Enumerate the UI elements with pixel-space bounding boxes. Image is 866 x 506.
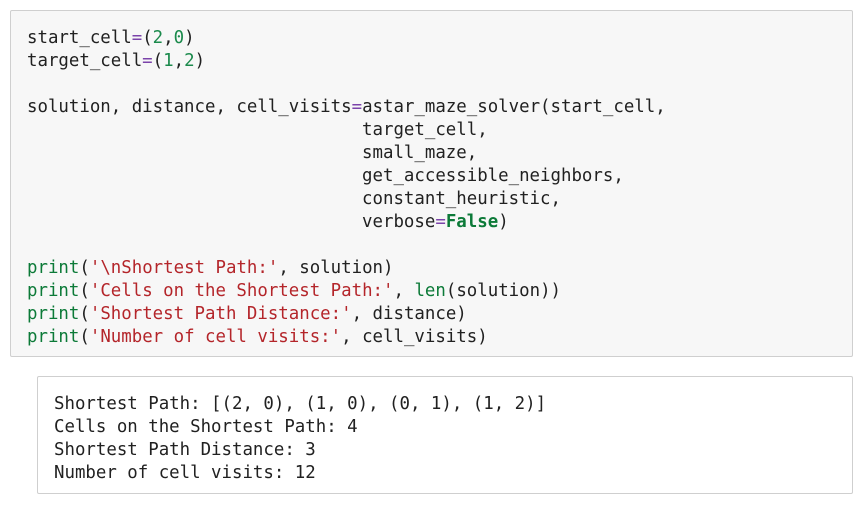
code-token: =: [131, 28, 143, 48]
code-token: target_cell: [27, 51, 143, 71]
output-line: Cells on the Shortest Path: 4: [54, 417, 358, 437]
code-token: =: [142, 51, 153, 71]
code-token: , cell_visits): [341, 327, 488, 347]
code-token: (: [152, 51, 164, 71]
code-token: =: [351, 97, 363, 117]
code-token: ): [184, 28, 195, 48]
code-token: , distance): [351, 304, 467, 324]
code-line: start_cell=(2,0): [27, 27, 666, 50]
code-line: get_accessible_neighbors,: [27, 165, 666, 188]
code-line: small_maze,: [27, 142, 666, 165]
code-token: 2: [152, 28, 164, 48]
code-token: 1: [163, 51, 174, 71]
code-token: ,: [393, 281, 415, 301]
code-token: print: [27, 281, 80, 301]
code-token: constant_heuristic,: [27, 189, 561, 209]
code-token: , solution): [278, 258, 394, 278]
code-line: [27, 73, 666, 96]
output-line: Number of cell visits: 12: [54, 463, 316, 483]
code-token: target_cell,: [27, 120, 488, 140]
code-line: [27, 234, 666, 257]
code-line: print('\nShortest Path:', solution): [27, 257, 666, 280]
code-cell[interactable]: start_cell=(2,0)target_cell=(1,2)solutio…: [10, 10, 853, 357]
code-token: =: [435, 212, 446, 232]
code-token: ): [498, 212, 509, 232]
code-token: get_accessible_neighbors,: [27, 166, 624, 186]
code-token: (solution)): [445, 281, 562, 301]
code-token: print: [27, 304, 80, 324]
code-line: verbose=False): [27, 211, 666, 234]
code-line: solution, distance, cell_visits=astar_ma…: [27, 96, 666, 119]
code-token: False: [445, 212, 499, 232]
code-line: print('Number of cell visits:', cell_vis…: [27, 326, 666, 349]
code-token: astar_maze_solver(start_cell,: [362, 97, 666, 117]
code-token: 2: [184, 51, 195, 71]
code-line: target_cell,: [27, 119, 666, 142]
code-token: start_cell: [27, 28, 132, 48]
code-token: (: [79, 304, 90, 324]
code-line: print('Cells on the Shortest Path:', len…: [27, 280, 666, 303]
code-token: (: [79, 258, 90, 278]
code-token: 'Shortest Path Distance:': [89, 304, 352, 324]
code-token: (: [142, 28, 153, 48]
code-token: len: [414, 281, 446, 301]
code-token: print: [27, 258, 80, 278]
output-line: Shortest Path Distance: 3: [54, 440, 316, 460]
code-line: print('Shortest Path Distance:', distanc…: [27, 303, 666, 326]
code-editor[interactable]: start_cell=(2,0)target_cell=(1,2)solutio…: [27, 27, 666, 349]
code-token: 0: [173, 28, 185, 48]
code-token: verbose: [27, 212, 436, 232]
output-line: Shortest Path: [(2, 0), (1, 0), (0, 1), …: [54, 394, 547, 414]
code-token: '\nShortest Path:': [89, 258, 279, 278]
code-token: ): [194, 51, 206, 71]
code-token: (: [79, 327, 90, 347]
code-token: small_maze,: [27, 143, 478, 163]
code-token: solution, distance, cell_visits: [27, 97, 352, 117]
output-text: Shortest Path: [(2, 0), (1, 0), (0, 1), …: [54, 393, 546, 485]
code-token: ,: [163, 28, 174, 48]
code-token: ,: [173, 51, 185, 71]
code-line: constant_heuristic,: [27, 188, 666, 211]
code-token: 'Cells on the Shortest Path:': [89, 281, 394, 301]
code-token: print: [27, 327, 80, 347]
output-cell: Shortest Path: [(2, 0), (1, 0), (0, 1), …: [37, 376, 853, 494]
code-line: target_cell=(1,2): [27, 50, 666, 73]
code-token: (: [79, 281, 90, 301]
code-token: 'Number of cell visits:': [89, 327, 342, 347]
